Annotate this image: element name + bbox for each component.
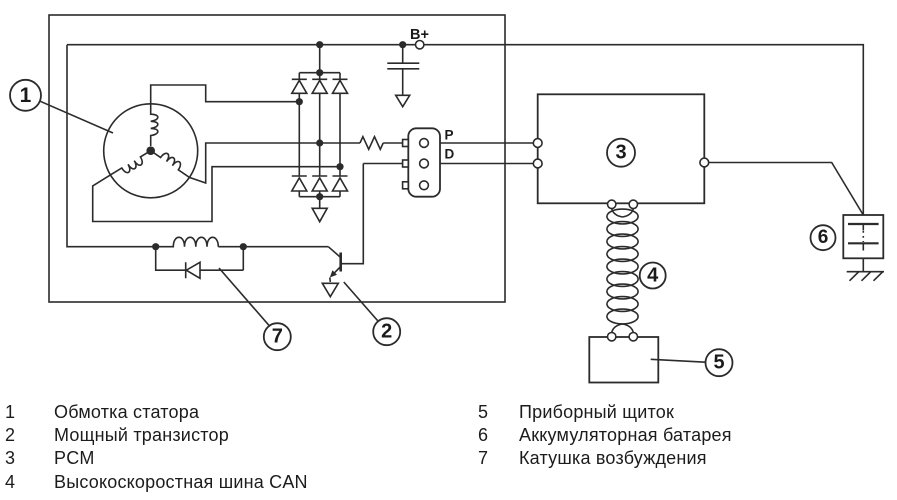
ground-symbol-transistor (320, 282, 340, 299)
legend-num: 4 (5, 471, 16, 492)
legend-label: Обмотка статора (54, 402, 200, 422)
legend-num: 5 (478, 402, 489, 422)
connector-tab (401, 159, 410, 168)
legend-num: 2 (5, 425, 16, 446)
leader-line-7 (218, 267, 270, 326)
legend-num: 7 (478, 448, 489, 469)
noise-capacitor (387, 44, 420, 109)
leader-line-2 (343, 281, 379, 322)
emitter-arrow-icon (329, 270, 337, 278)
callout-5 (704, 348, 734, 378)
legend-item-1: 1 Обмотка статора (5, 401, 445, 424)
collector-wire (340, 163, 365, 265)
legend-num: 3 (5, 448, 16, 469)
connector-pin-spare (418, 180, 430, 191)
pcm-pin (628, 199, 639, 210)
bplus-terminal (414, 39, 425, 50)
field-feed-wire (66, 44, 156, 248)
legend-label: Катушка возбуждения (519, 448, 707, 469)
legend-item-6: 6 Аккумуляторная батарея (478, 424, 893, 447)
diode-icon (184, 260, 201, 280)
bplus-label: B+ (410, 27, 429, 43)
alternator-connector (401, 127, 441, 198)
legend-item-2: 2 Мощный транзистор (5, 424, 445, 447)
pcm-pin (699, 157, 710, 168)
legend-item-7: 7 Катушка возбуждения (478, 447, 893, 470)
ground-symbol-battery (846, 258, 884, 282)
legend-num: 6 (478, 425, 489, 446)
bplus-rail-wire (67, 43, 865, 215)
stator-winding (91, 84, 420, 223)
callout-4 (638, 261, 667, 290)
legend-label: Приборный щиток (519, 402, 675, 422)
leader-line-1 (39, 100, 114, 134)
connector-tab (401, 138, 410, 148)
callout-7 (262, 322, 292, 352)
diode-icon (310, 176, 329, 192)
ground-symbol-bridge (310, 207, 329, 224)
connector-pin-p (418, 137, 430, 149)
legend-item-3: 3 PCM (5, 447, 445, 470)
phase-a-wire (149, 84, 300, 146)
instrument-cluster-box (588, 331, 660, 384)
pcm-pin (532, 158, 543, 169)
legend-label: Мощный транзистор (54, 425, 229, 446)
legend-label: PCM (54, 448, 95, 469)
legend-left: 1 Обмотка статора 2 Мощный транзистор 3 … (5, 401, 445, 494)
rectifier-bridge (290, 44, 349, 224)
legend-label: Высокоскоростная шина CAN (54, 471, 308, 492)
diode-icon (310, 78, 329, 95)
phase-b-wire (150, 142, 360, 185)
cluster-pin (606, 331, 617, 342)
callout-6-num: 6 (818, 227, 829, 248)
flyback-diode (154, 246, 245, 280)
callout-3-num: 3 (615, 142, 626, 164)
callout-6 (809, 224, 837, 252)
legend-right: 5 Приборный щиток 6 Аккумуляторная батар… (478, 401, 893, 471)
pin-label-p: P (445, 128, 454, 143)
diode-icon (290, 78, 309, 95)
cluster-pin (628, 331, 639, 342)
junction-dots (146, 41, 407, 251)
legend-num: 1 (5, 402, 16, 422)
legend-item-4: 4 Высокоскоростная шина CAN (5, 471, 445, 494)
connector-tab (401, 181, 410, 190)
power-transistor (320, 163, 365, 299)
diode-icon (290, 176, 309, 192)
diode-icon (331, 176, 349, 192)
callout-5-num: 5 (713, 352, 724, 374)
battery (842, 214, 885, 282)
can-bus-twisted-pair (606, 208, 639, 333)
pcm-to-battery-wire (708, 161, 864, 216)
legend-item-5: 5 Приборный щиток (478, 401, 893, 424)
callout-2-num: 2 (381, 321, 392, 343)
alternator-housing (48, 14, 506, 303)
diode-icon (331, 78, 349, 95)
phase-c-wire (91, 150, 340, 223)
pcm-pin (606, 199, 617, 210)
connector-pin-d (418, 158, 430, 169)
callout-2 (372, 317, 402, 347)
pcm-pin (532, 137, 543, 149)
field-coil (155, 236, 329, 248)
callout-3 (606, 137, 636, 168)
legend-label: Аккумуляторная батарея (519, 425, 732, 446)
callout-4-num: 4 (647, 265, 659, 287)
callout-1 (9, 78, 42, 112)
pin-label-d: D (445, 147, 455, 162)
ground-symbol-capacitor (394, 94, 412, 109)
callout-1-num: 1 (20, 84, 32, 107)
callout-7-num: 7 (272, 326, 283, 348)
leader-line-5 (650, 358, 706, 363)
